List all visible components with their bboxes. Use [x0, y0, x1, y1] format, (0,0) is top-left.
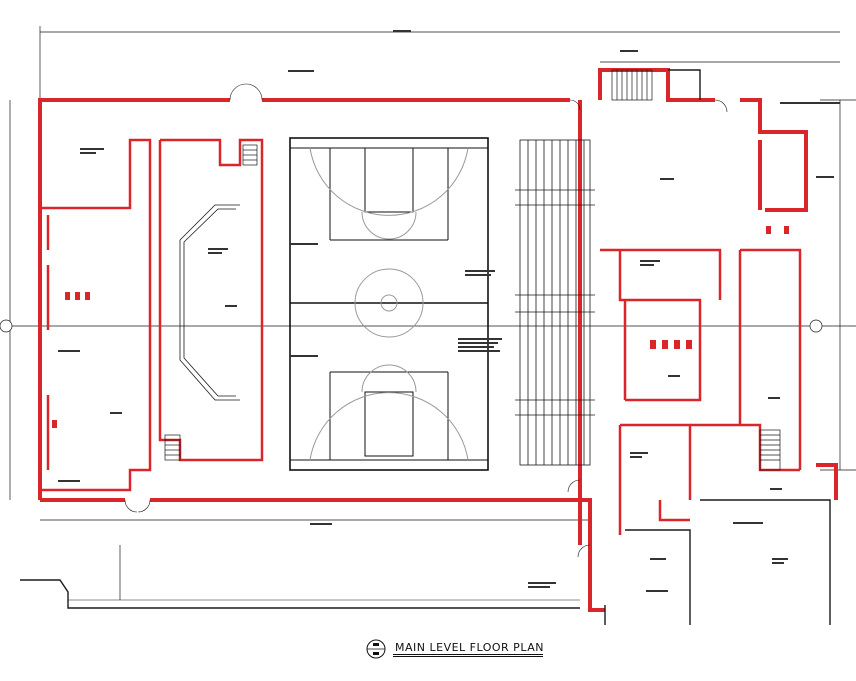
- drawing-title: MAIN LEVEL FLOOR PLAN: [395, 641, 544, 654]
- grid-bubbles: [0, 319, 823, 333]
- door-swings: [124, 83, 728, 558]
- interior-walls: [40, 138, 802, 535]
- bleachers: [515, 139, 595, 466]
- basketball-court: [289, 137, 489, 471]
- existing-building: [20, 69, 831, 625]
- section-marker-icon: [366, 639, 386, 659]
- court-circles: [309, 147, 469, 461]
- title-underline: [393, 654, 543, 655]
- court-markings: [290, 147, 488, 461]
- stage-outline: [179, 204, 240, 401]
- restroom-fixtures: [52, 226, 789, 428]
- title-underline-double: [393, 656, 543, 657]
- dimension-lines: [0, 26, 856, 600]
- stairs: [164, 69, 781, 471]
- drawing-title-block: MAIN LEVEL FLOOR PLAN: [360, 636, 560, 666]
- room-label-marks: [58, 30, 840, 592]
